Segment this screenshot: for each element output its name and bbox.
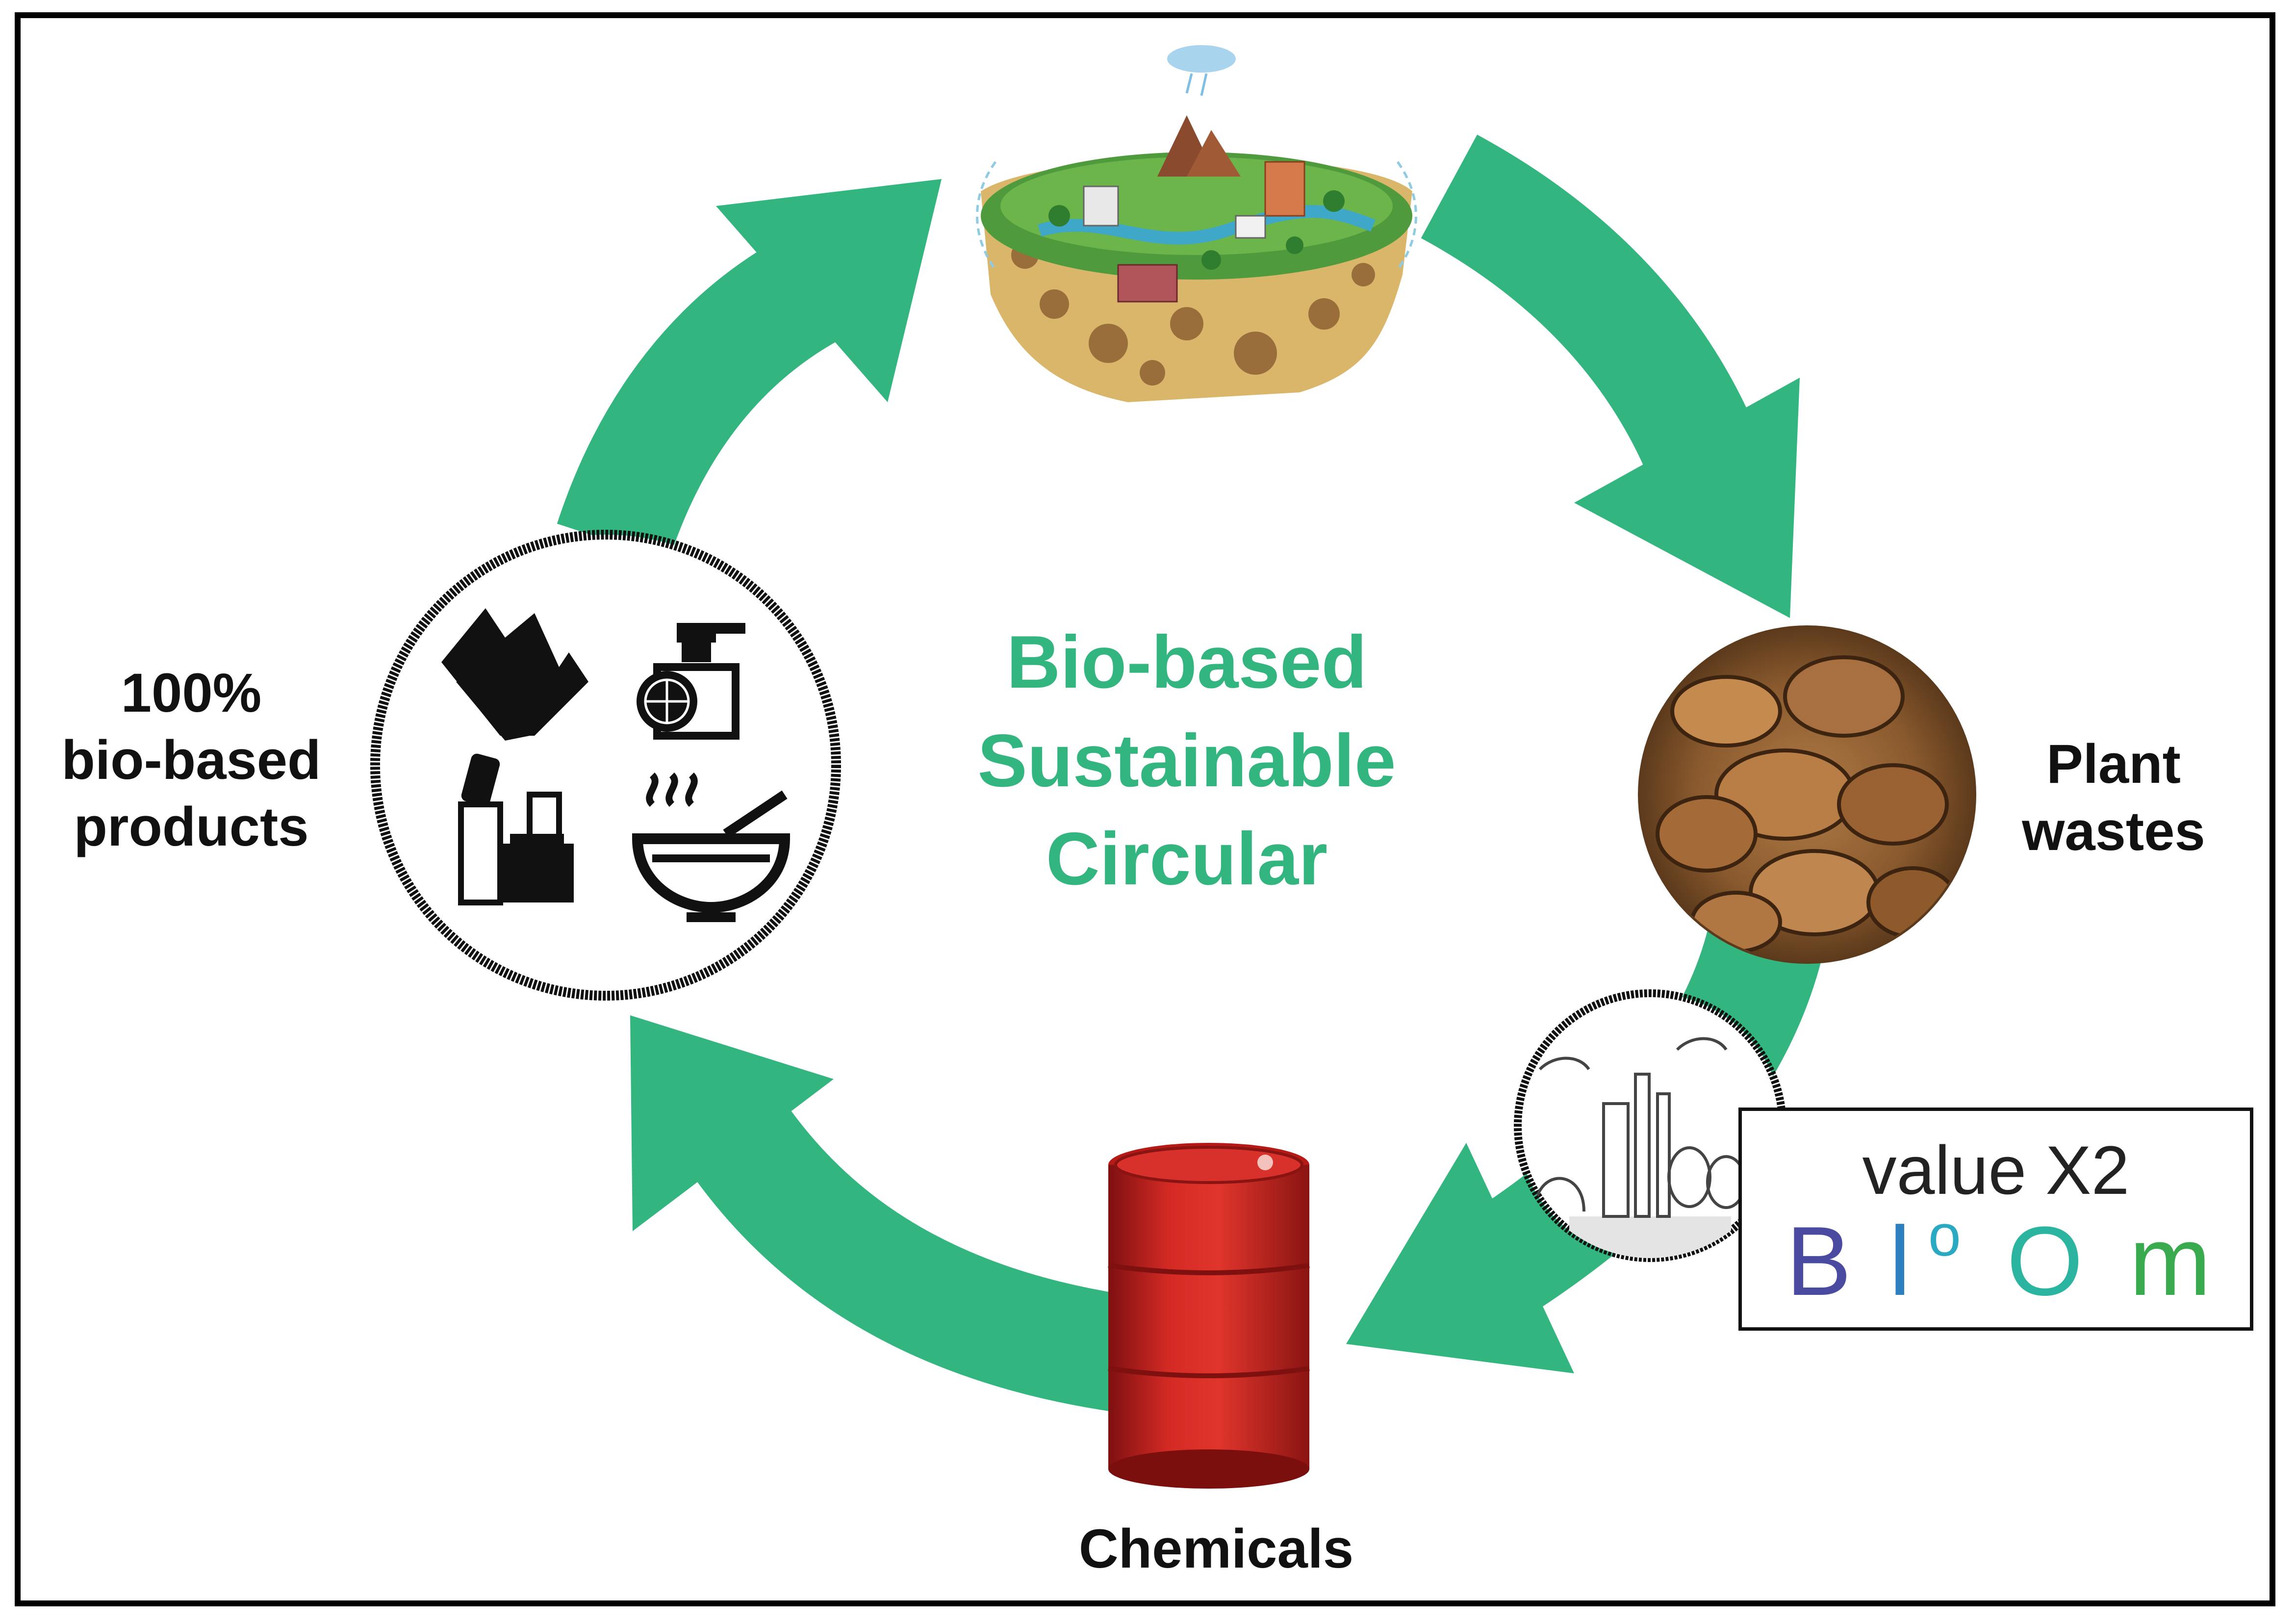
products-label-line-2: bio-based <box>61 729 321 791</box>
sponge-city-island <box>976 45 1417 402</box>
plant-wastes-label-line-1: Plant <box>2046 733 2181 795</box>
biorefinery-icon <box>1514 989 1786 1262</box>
bloom-letter-l: l <box>1889 1209 1911 1307</box>
bloom-wordmark: B l o O m <box>1786 1209 2211 1307</box>
bloom-logo-box: value X2 B l o O m <box>1738 1108 2253 1331</box>
products-label-line-3: products <box>74 796 309 858</box>
title-line-3: Circular <box>1046 817 1328 901</box>
outer-frame <box>15 12 2275 1606</box>
products-label-line-1: 100% <box>121 662 262 723</box>
cosmetics-icon <box>458 753 574 905</box>
arrow-chemicals-to-products <box>630 1015 1132 1412</box>
bloom-letter-o-small: o <box>1928 1209 1961 1268</box>
products-circle <box>370 530 841 1001</box>
value-x2-text: value X2 <box>1862 1132 2130 1209</box>
plant-wastes-label-line-2: wastes <box>2022 800 2205 862</box>
cycle-title: Bio-based Sustainable Circular <box>922 613 1452 908</box>
title-line-2: Sustainable <box>977 719 1396 802</box>
bloom-letter-b: B <box>1786 1209 1851 1307</box>
plastic-bag-icon <box>441 608 588 741</box>
soap-bottle-icon <box>637 623 745 740</box>
products-label: 100% bio-based products <box>20 660 363 861</box>
food-bowl-icon <box>632 773 791 922</box>
plant-wastes-label: Plant wastes <box>1991 731 2236 865</box>
arrow-island-to-waste <box>1421 134 1800 618</box>
chemicals-label: Chemicals <box>1078 1518 1354 1579</box>
bloom-letter-o-large: O <box>2007 1209 2083 1307</box>
chemical-barrel <box>1108 1143 1310 1489</box>
arrow-products-to-island <box>557 179 942 561</box>
title-line-1: Bio-based <box>1006 620 1367 704</box>
walnut-shells-image <box>1638 625 1976 964</box>
bloom-letter-m: m <box>2129 1209 2211 1307</box>
